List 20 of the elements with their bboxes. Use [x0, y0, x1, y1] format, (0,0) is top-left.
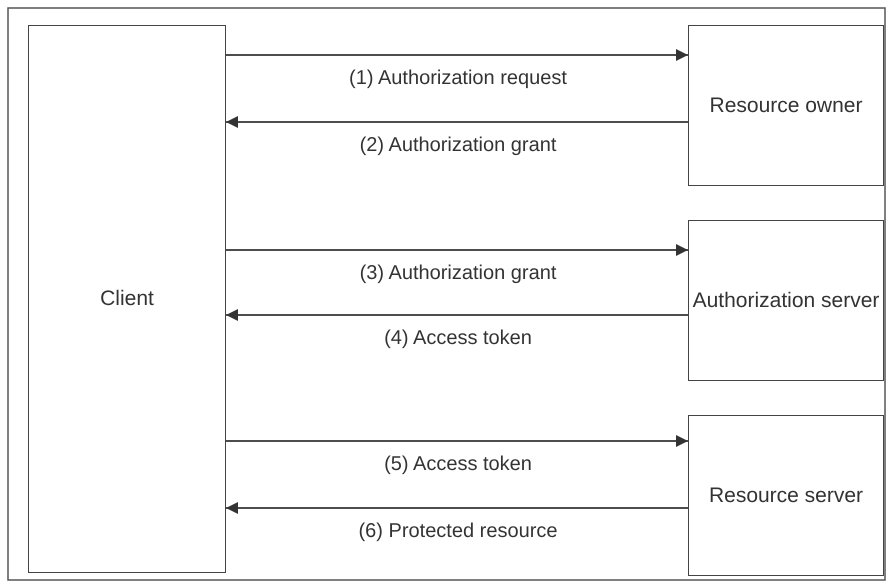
arrow — [226, 309, 688, 321]
box-label: Resource owner — [710, 92, 862, 119]
edge-label: (3) Authorization grant — [360, 262, 556, 285]
edge-label: (5) Access token — [384, 453, 532, 476]
box-label: Client — [100, 286, 154, 312]
edge-label: (2) Authorization grant — [360, 134, 556, 157]
process-box — [688, 220, 884, 381]
edge-label: (1) Authorization request — [349, 67, 567, 90]
arrow — [226, 502, 688, 514]
arrow — [226, 435, 688, 447]
arrow — [226, 116, 688, 128]
edge-label: (4) Access token — [384, 327, 532, 350]
process-box — [688, 415, 884, 576]
box-label: Authorization server — [692, 288, 880, 314]
arrow — [226, 244, 688, 256]
process-box — [28, 25, 226, 573]
arrow — [226, 49, 688, 61]
edge-label: (6) Protected resource — [358, 520, 558, 543]
box-label: Resource server — [708, 482, 864, 509]
process-box — [688, 25, 884, 186]
